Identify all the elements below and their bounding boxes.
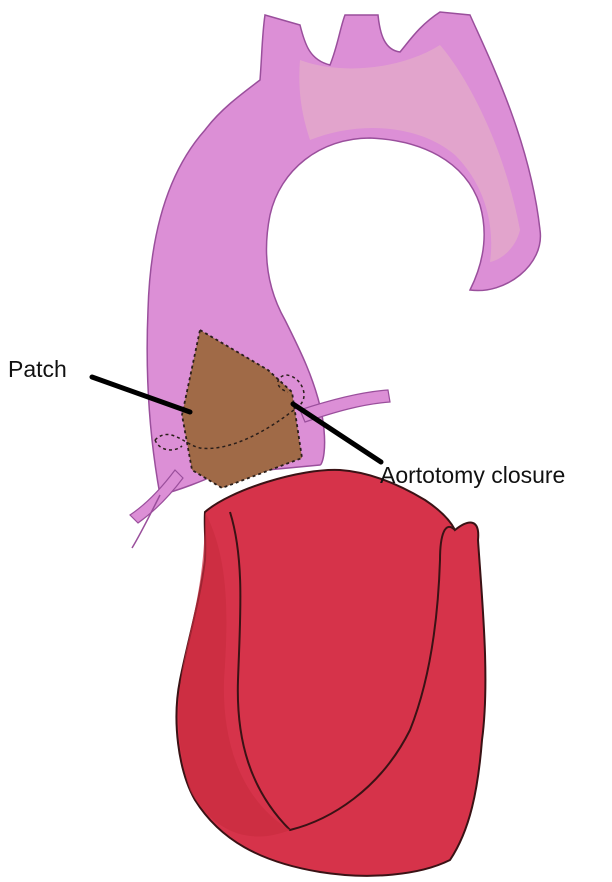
aortotomy-closure-label: Aortotomy closure	[380, 464, 565, 487]
patch-label: Patch	[8, 358, 67, 381]
heart	[176, 470, 485, 876]
